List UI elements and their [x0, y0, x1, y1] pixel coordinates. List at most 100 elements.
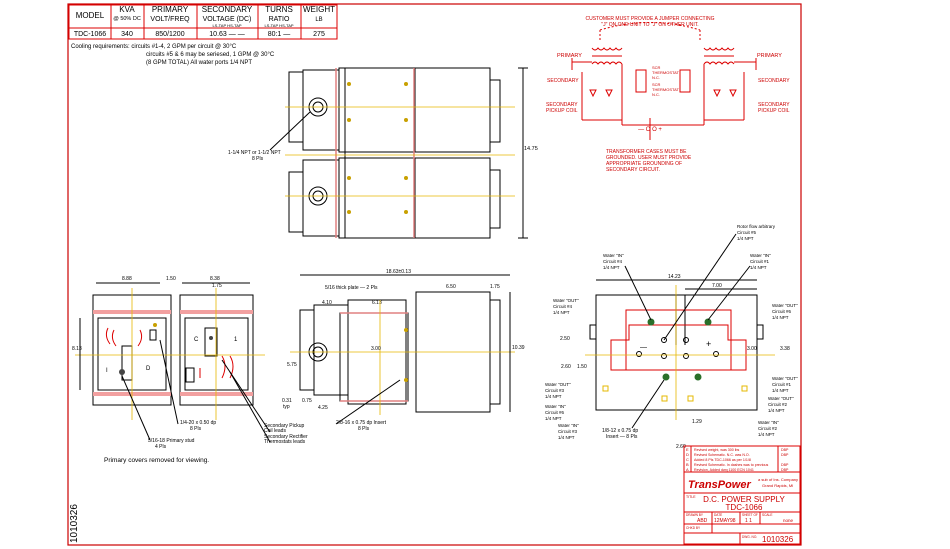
dim-height-top: 14.75	[524, 146, 538, 152]
revision-rows: E Revised weight, was 300 lbs DBP D Revi…	[686, 447, 789, 472]
schematic-note-bottom-3: APPROPRIATE GROUNDING OF	[606, 161, 682, 167]
thermostat-mid-2: THERMOSTAT	[652, 87, 680, 92]
callout-in1-line-3: 1/4 NPT	[750, 265, 767, 270]
rev-a-by: DBP	[781, 468, 789, 472]
rev-d-by: DBP	[781, 453, 789, 457]
spec-subsub-secondary: LS-TAP HS-TAP	[212, 23, 241, 28]
label-1: 1	[234, 337, 238, 343]
dim-w-left-3: 8.38	[210, 276, 220, 282]
dwg-number: 1010326	[762, 535, 794, 544]
checked-label: CHKD BY	[686, 526, 701, 530]
schematic-primary-left: PRIMARY	[557, 53, 582, 59]
thermostat-top-2: THERMOSTAT	[652, 70, 680, 75]
callout-in1: Water "IN" Circuit #1 1/4 NPT	[707, 253, 771, 321]
label-c: C	[194, 337, 199, 343]
callout-out3-line-3: 1/4 NPT	[545, 394, 562, 399]
thermostat-top-1: SCR	[652, 65, 661, 70]
callout-rotor-line-3: 1/4 NPT	[737, 236, 754, 241]
callout-in2: Water "IN" Circuit #2 1/4 NPT	[758, 420, 779, 437]
spec-cell-turns: 80:1 —	[268, 31, 291, 38]
cooling-note: Cooling requirements: circuits #1-4, 2 G…	[71, 44, 275, 66]
callout-out3-line-2: Circuit #3	[545, 388, 565, 393]
npt-note-1: 1-1/4 NPT or 1-1/2 NPT	[228, 150, 281, 156]
callout-out4-line-3: 1/4 NPT	[553, 310, 570, 315]
dim-mid-d3: 6.50	[446, 284, 456, 290]
callout-in1-line-2: Circuit #1	[750, 259, 770, 264]
npt-note-2: 8 Pls	[252, 156, 264, 162]
spec-subsub-turns: LS-TAP HS-TAP	[264, 23, 293, 28]
sheet-label: SHEET OF	[742, 513, 758, 517]
pickup-note-1: Secondary Pickup	[264, 423, 305, 429]
callout-out1-line-2: Circuit #1	[772, 382, 792, 387]
schematic-pickup-right-2: PICKUP COIL	[758, 108, 790, 114]
rev-a: A	[686, 467, 689, 472]
thermostat-mid-3: N.C.	[652, 92, 660, 97]
dim-right-b1: 2.60	[676, 444, 686, 450]
dim-mid-d2: 6.13	[372, 300, 382, 306]
cooling-line-1: Cooling requirements: circuits #1-4, 2 G…	[71, 44, 237, 50]
callout-rotor-line-1: Rotor flow arbitrary	[737, 224, 776, 229]
rev-e-by: DBP	[781, 448, 789, 452]
dim-mid-d6: 0.75	[302, 398, 312, 404]
callout-in3-line-3: 1/4 NPT	[558, 435, 575, 440]
drawn-value: ABD	[697, 518, 708, 524]
rev-d-desc: Revised Schematic. N.C. was N.O.	[694, 453, 750, 457]
spec-sub-secondary: VOLTAGE (DC)	[203, 16, 252, 23]
rev-a-desc: Revision, Added dwg 1100 ECN 1041	[694, 468, 754, 472]
schematic-note-bottom-4: SECONDARY CIRCUIT.	[606, 167, 660, 173]
bolt-note-2: 8 Pls	[190, 426, 202, 432]
callout-in3-line-2: Circuit #3	[558, 429, 578, 434]
dim-right-w: 7.00	[712, 283, 722, 289]
schematic-pickup-left-2: PICKUP COIL	[546, 108, 578, 114]
callout-out6: Water "OUT" Circuit #6 1/4 NPT	[772, 303, 798, 320]
schematic-secondary-left: SECONDARY	[547, 78, 579, 84]
cooling-line-2: circuits #5 & 6 may be seriesed, 1 GPM @…	[146, 52, 275, 58]
title-line-1: D.C. POWER SUPPLY	[703, 495, 785, 504]
label-i: I	[106, 368, 108, 374]
spec-table: MODEL KVA @ 50% DC PRIMARY VOLT/FREQ SEC…	[68, 4, 338, 40]
schematic-pickup-right-1: SECONDARY	[758, 102, 790, 108]
vertical-drawing-number: 1010326	[69, 504, 80, 543]
callout-in4-line-1: Water "IN"	[603, 253, 624, 258]
dim-h-left: 8.13	[72, 346, 82, 352]
dim-right-h2: 2.50	[560, 336, 570, 342]
spec-cell-weight: 275	[313, 31, 325, 38]
dim-right-b2: 1.29	[692, 419, 702, 425]
bolt-note-1: 1/4-20 x 0.50 dp	[180, 420, 216, 426]
spec-sub-primary: VOLT/FREQ	[150, 16, 190, 23]
dim-right-h4: 1.50	[577, 364, 587, 370]
spec-cell-secondary: 10.63 — —	[209, 31, 244, 38]
insert-note-2: Insert — 8 Pls	[606, 434, 638, 440]
callout-out6-line-1: Water "OUT"	[772, 303, 798, 308]
title-block: E Revised weight, was 300 lbs DBP D Revi…	[683, 445, 801, 545]
callout-in6-line-2: Circuit #6	[545, 410, 565, 415]
dwg-label: DWG. NO.	[742, 535, 757, 539]
rev-e: E	[686, 447, 689, 452]
top-side-view: 14.75 1-1/4 NPT or 1-1/2 NPT 8 Pls	[228, 67, 538, 239]
dim-mid-total: 18.63±0.13	[386, 269, 411, 275]
callout-out3: Water "OUT" Circuit #3 1/4 NPT	[545, 382, 571, 399]
dim-w-left-4: 1.75	[212, 283, 222, 289]
rect-note-1: Secondary Rectifier	[264, 434, 308, 440]
spec-header-primary: PRIMARY	[152, 5, 189, 14]
dim-right-r1: 3.38	[780, 346, 790, 352]
callout-out2-line-3: 1/4 NPT	[768, 408, 785, 413]
callout-out4-line-1: Water "OUT"	[553, 298, 579, 303]
dim-right-h3: 2.60	[561, 364, 571, 370]
spec-header-model: MODEL	[76, 11, 105, 20]
rev-b: B	[686, 462, 689, 467]
stud-note-2: 4 Pls	[155, 444, 167, 450]
dim-right-total: 14.23	[668, 274, 681, 280]
callout-out2: Water "OUT" Circuit #2 1/4 NPT	[768, 396, 794, 413]
insert-note-1: 1/8-12 x 0.75 dp	[602, 428, 638, 434]
spec-sub-weight: LB	[315, 17, 322, 23]
plus-sign: +	[706, 339, 711, 349]
drawn-label: DRAWN BY	[686, 513, 704, 517]
dim-w-left-1: 8.88	[122, 276, 132, 282]
callout-in3-line-1: Water "IN"	[558, 423, 579, 428]
date-value: 12MAY98	[714, 518, 736, 524]
dim-mid-h1: 3.00	[371, 346, 381, 352]
rev-e-desc: Revised weight, was 300 lbs	[694, 448, 740, 452]
tap-note-2: 8 Pls	[358, 426, 370, 432]
